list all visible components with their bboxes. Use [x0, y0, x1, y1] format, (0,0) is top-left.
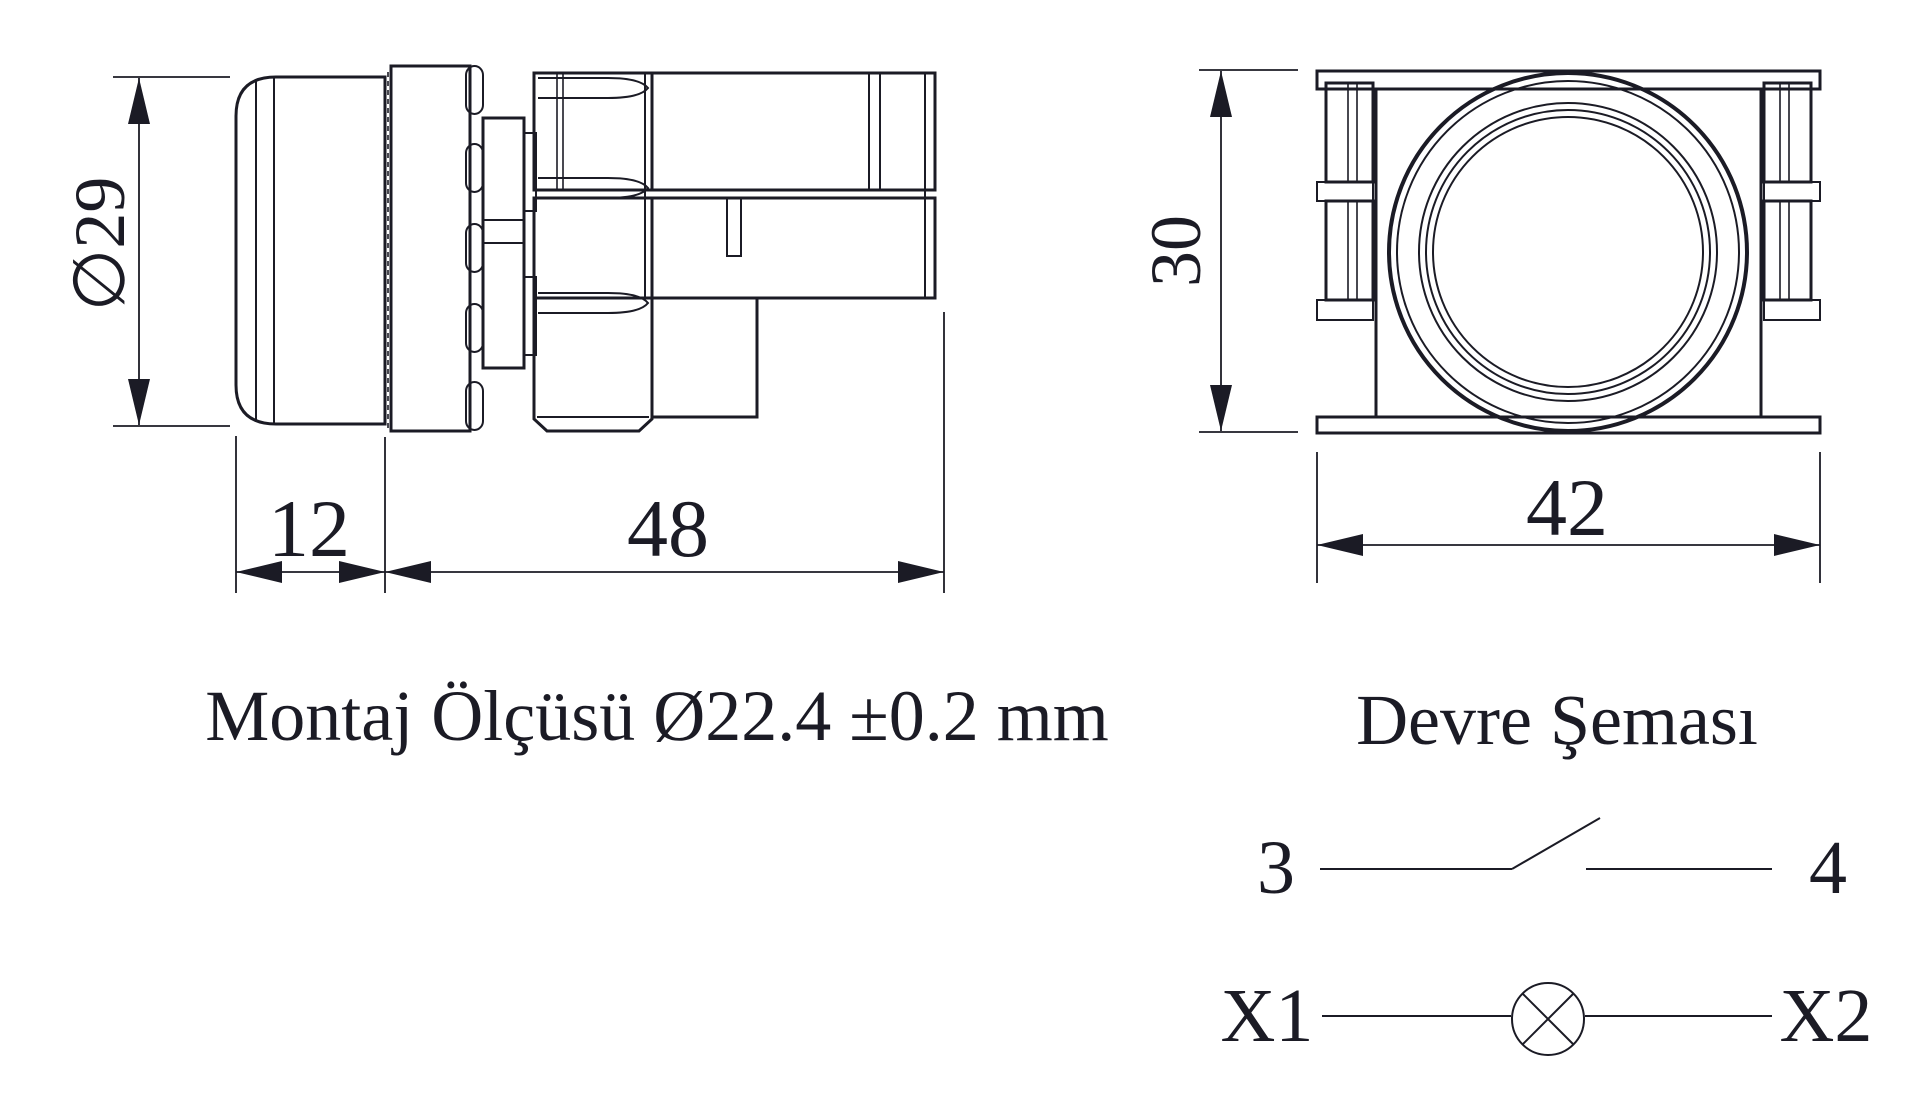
switch-contact-symbol: 3 4 — [1257, 817, 1847, 910]
circuit-diagram-title: Devre Şeması — [1356, 680, 1758, 760]
lamp-symbol: X1 X2 — [1221, 974, 1873, 1058]
dim-width-label: 42 — [1526, 462, 1608, 553]
button-face-circles — [1387, 71, 1749, 433]
front-view: 30 42 — [1136, 69, 1822, 583]
circuit-diagram: 3 4 X1 X2 — [1221, 817, 1873, 1058]
terminal-screw-bottom — [538, 292, 650, 314]
knurled-ring — [389, 64, 484, 433]
contact-block — [532, 71, 937, 433]
dimension-12-48: 12 48 — [235, 312, 945, 593]
ring-tab — [465, 65, 484, 115]
terminal-x2-label: X2 — [1780, 974, 1873, 1058]
dim-body-length-label: 48 — [627, 483, 709, 574]
button-head — [234, 75, 387, 426]
terminal-3-label: 3 — [1257, 826, 1295, 910]
switch-blade — [1511, 817, 1601, 870]
lower-block — [532, 298, 654, 433]
terminal-screw-top — [538, 77, 650, 99]
terminal-x1-label: X1 — [1221, 974, 1314, 1058]
lamp-circle — [1511, 982, 1585, 1056]
clip-left — [1316, 81, 1375, 321]
terminal-screw-middle — [538, 177, 650, 199]
holder-body — [1315, 69, 1822, 435]
terminal-4-label: 4 — [1809, 826, 1847, 910]
dimension-30: 30 — [1136, 69, 1298, 433]
mounting-size-caption: Montaj Ölçüsü Ø22.4 ±0.2 mm — [205, 676, 1108, 756]
dim-head-width-label: 12 — [268, 483, 350, 574]
dim-height-label: 30 — [1136, 215, 1216, 287]
lower-step — [652, 298, 759, 419]
side-view: ∅29 12 48 — [60, 64, 945, 593]
dim-diameter-label: ∅29 — [60, 177, 140, 312]
ring-tab — [465, 381, 484, 431]
dimension-diameter-29: ∅29 — [60, 76, 230, 427]
mounting-adapter — [481, 116, 537, 370]
dimension-42: 42 — [1316, 452, 1821, 583]
clip-right — [1762, 81, 1821, 321]
